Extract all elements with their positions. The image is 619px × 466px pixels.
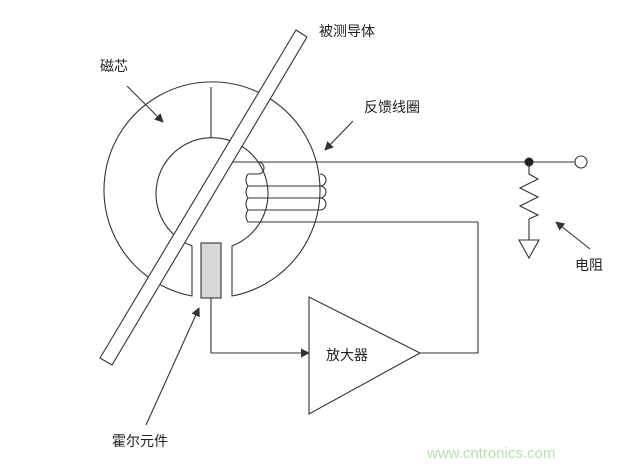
watermark: www.cntronics.com <box>426 445 555 462</box>
magnetic-core <box>103 81 321 297</box>
amplifier-symbol <box>308 296 422 415</box>
core-label: 磁芯 <box>100 59 128 75</box>
feedback-coil-label: 反馈线圈 <box>364 100 420 116</box>
core-pointer-arrow <box>126 85 164 123</box>
feedback-coil <box>230 161 327 223</box>
resistor-pointer-arrow <box>555 221 591 250</box>
output-terminal <box>574 155 588 169</box>
hall-element-label: 霍尔元件 <box>112 434 168 450</box>
hall-pointer-arrow <box>145 307 200 426</box>
circuit-wiring <box>210 161 576 358</box>
conductor-label: 被测导体 <box>319 24 375 40</box>
conductor-bar <box>99 29 308 366</box>
resistor-symbol <box>518 162 540 260</box>
coil-pointer-arrow <box>324 120 354 151</box>
resistor-label: 电阻 <box>575 258 603 274</box>
amplifier-label: 放大器 <box>326 348 368 364</box>
hall-element <box>200 242 222 299</box>
